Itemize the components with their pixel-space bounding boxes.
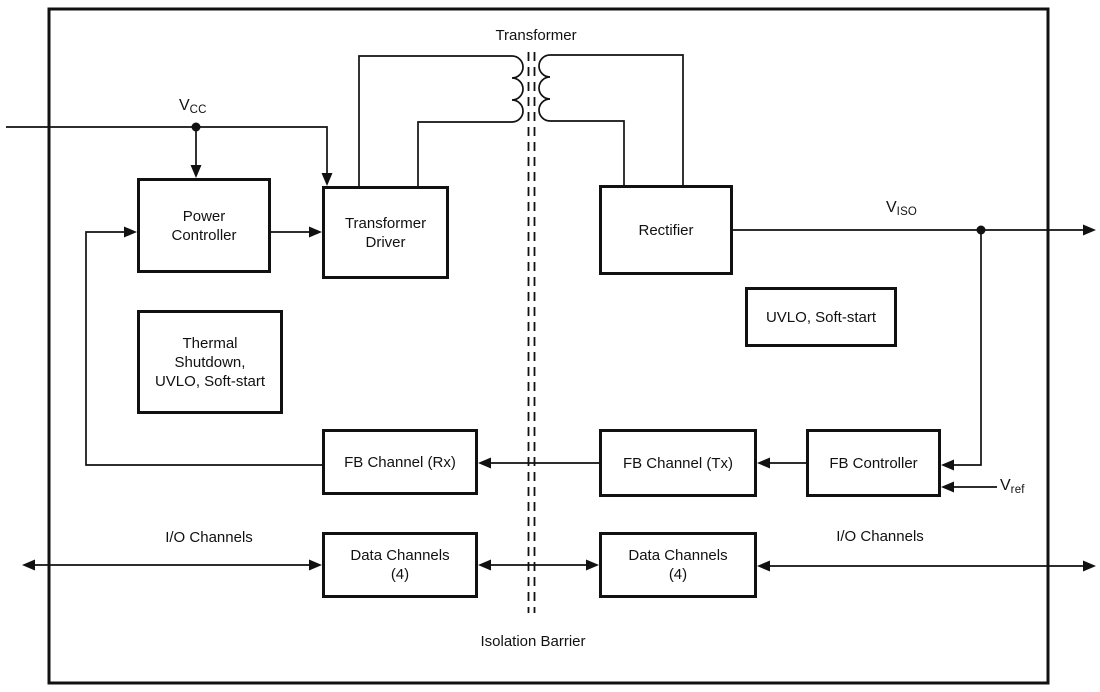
arrow-fbc-to-fbtx [757,457,770,469]
fb-channel-tx-block: FB Channel (Tx) [599,429,757,497]
transformer-driver-block: Transformer Driver [322,186,449,279]
outer-border [47,7,1050,685]
fb-channel-rx-block: FB Channel (Rx) [322,429,478,495]
arrow-fb-into-pc [124,226,137,238]
arrow-vcc-into-driver [321,173,333,186]
arrow-io-left-in [309,559,322,571]
transformer-secondary-winding [538,54,684,185]
fb-controller-block: FB Controller [806,429,941,497]
arrow-io-right-out [1083,560,1096,572]
io-channels-left-label: I/O Channels [165,529,253,546]
vref-label-main: V [1000,477,1011,494]
transformer-primary-winding [358,55,524,186]
vcc-line [6,126,328,174]
transformer-label: Transformer [495,27,577,44]
viso-label: VISO [886,199,917,221]
vcc-label: VCC [179,97,207,119]
arrow-vref-into-fb-controller [941,481,954,493]
vcc-label-sub: CC [189,104,207,116]
arrow-pc-to-td [309,226,322,238]
rectifier-block: Rectifier [599,185,733,275]
viso-label-main: V [886,199,897,216]
uvlo-soft-start-block: UVLO, Soft-start [745,287,897,347]
arrow-vcc-into-controller [190,165,202,178]
vref-label-sub: ref [1010,484,1025,496]
vcc-junction-dot [191,122,201,132]
arrow-fbtx-to-fbrx [478,457,491,469]
data-channels-right-block: Data Channels (4) [599,532,757,598]
viso-label-sub: ISO [896,206,918,218]
arrow-data-left [478,559,491,571]
data-channels-left-block: Data Channels (4) [322,532,478,598]
arrow-into-fb-controller [941,459,954,471]
power-controller-block: Power Controller [137,178,271,273]
arrow-io-left-out [22,559,35,571]
thermal-shutdown-block: Thermal Shutdown, UVLO, Soft-start [137,310,283,414]
viso-junction-dot [976,225,986,235]
arrow-viso-out [1083,224,1096,236]
vref-label: Vref [1000,477,1025,499]
io-channels-right-label: I/O Channels [836,528,924,545]
fbrx-to-pc-line [85,231,322,466]
vcc-label-main: V [179,97,190,114]
isolation-barrier-label: Isolation Barrier [480,633,586,650]
arrow-data-right [586,559,599,571]
arrow-io-right-in [757,560,770,572]
viso-to-fb-controller-line [954,230,982,466]
